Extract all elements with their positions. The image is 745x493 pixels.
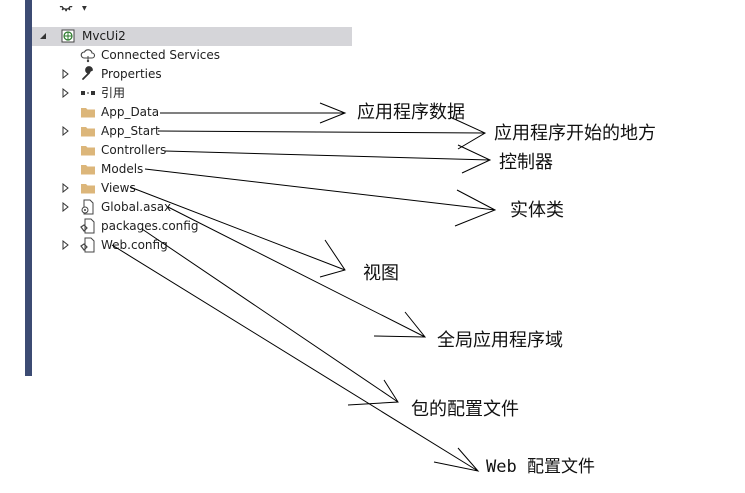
solution-explorer-tree: MvcUi2 Connected Services Properties 引用 bbox=[32, 27, 352, 255]
annotation-app-start: 应用程序开始的地方 bbox=[494, 123, 656, 144]
tree-item-connected-services[interactable]: Connected Services bbox=[32, 46, 352, 65]
annotation-views: 视图 bbox=[363, 263, 399, 284]
expanded-arrow-icon[interactable] bbox=[38, 31, 48, 41]
code-file-icon bbox=[81, 199, 94, 215]
tree-item-properties[interactable]: Properties bbox=[32, 65, 352, 84]
tree-item-app-data[interactable]: App_Data bbox=[32, 103, 352, 122]
globe-project-icon bbox=[61, 29, 75, 43]
tree-item-label: App_Data bbox=[101, 105, 160, 119]
arrow-views bbox=[129, 186, 346, 278]
tree-item-label: App_Start bbox=[101, 124, 160, 138]
arrow-app-start bbox=[157, 116, 487, 150]
wrench-icon bbox=[82, 66, 93, 80]
annotation-webconfig: Web 配置文件 bbox=[486, 457, 595, 477]
arrow-models bbox=[144, 168, 497, 227]
collapsed-arrow-icon[interactable] bbox=[60, 183, 70, 193]
tree-item-label: Controllers bbox=[101, 143, 167, 157]
references-icon bbox=[81, 91, 95, 95]
collapsed-arrow-icon[interactable] bbox=[60, 240, 70, 250]
tree-item-label: packages.config bbox=[101, 219, 199, 233]
tree-item-label: 引用 bbox=[101, 86, 126, 100]
cloud-link-icon bbox=[80, 49, 96, 63]
tree-item-label: Properties bbox=[101, 67, 162, 81]
tree-item-label: Global.asax bbox=[101, 200, 172, 214]
tree-item-project[interactable]: MvcUi2 bbox=[32, 27, 352, 46]
arrow-global bbox=[167, 206, 427, 338]
tree-item-app-start[interactable]: App_Start bbox=[32, 122, 352, 141]
tree-item-references[interactable]: 引用 bbox=[32, 84, 352, 103]
collapsed-arrow-icon[interactable] bbox=[60, 202, 70, 212]
folder-icon bbox=[81, 127, 95, 137]
arrow-webconfig bbox=[111, 244, 480, 472]
collapsed-arrow-icon[interactable] bbox=[60, 126, 70, 136]
clipped-top-row: ⚙ ▾ bbox=[58, 6, 128, 20]
tree-item-controllers[interactable]: Controllers bbox=[32, 141, 352, 160]
annotation-global: 全局应用程序域 bbox=[437, 330, 563, 351]
clipped-icon: ⚙ ▾ bbox=[58, 6, 89, 16]
arrow-packages bbox=[141, 228, 399, 406]
annotation-models: 实体类 bbox=[510, 200, 564, 221]
tree-item-packages-config[interactable]: packages.config bbox=[32, 217, 352, 236]
config-file-icon bbox=[80, 237, 95, 253]
project-label: MvcUi2 bbox=[82, 29, 126, 43]
tree-item-label: Views bbox=[101, 181, 136, 195]
folder-icon bbox=[81, 165, 95, 175]
folder-icon bbox=[81, 184, 95, 194]
annotation-app-data: 应用程序数据 bbox=[357, 102, 465, 123]
folder-icon bbox=[81, 146, 95, 156]
tree-item-label: Models bbox=[101, 162, 144, 176]
tree-item-global-asax[interactable]: Global.asax bbox=[32, 198, 352, 217]
config-file-icon bbox=[80, 218, 95, 234]
collapsed-arrow-icon[interactable] bbox=[60, 69, 70, 79]
tree-item-label: Connected Services bbox=[101, 48, 221, 62]
folder-icon bbox=[81, 108, 95, 118]
tree-item-views[interactable]: Views bbox=[32, 179, 352, 198]
annotation-packages: 包的配置文件 bbox=[411, 399, 519, 420]
arrow-app-data bbox=[160, 102, 347, 124]
arrow-controllers bbox=[164, 144, 492, 174]
collapsed-arrow-icon[interactable] bbox=[60, 88, 70, 98]
annotation-controllers: 控制器 bbox=[499, 152, 553, 173]
tree-item-models[interactable]: Models bbox=[32, 160, 352, 179]
left-edge-bar bbox=[25, 0, 32, 376]
